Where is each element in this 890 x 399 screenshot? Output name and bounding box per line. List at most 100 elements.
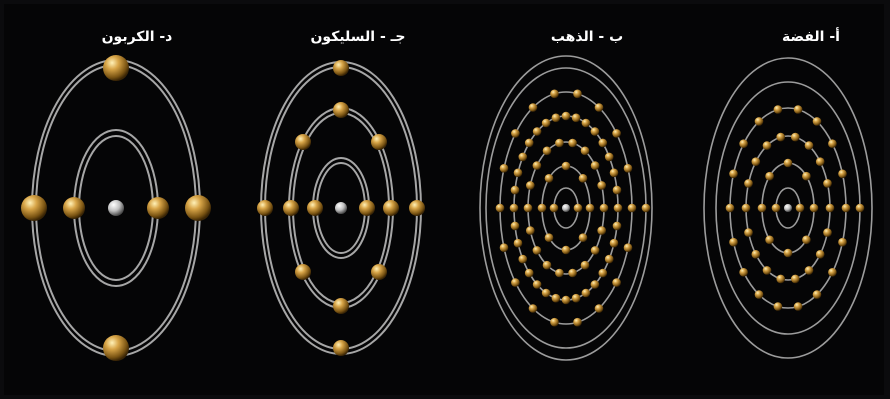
electron <box>524 204 533 213</box>
gold-nucleus <box>562 204 570 212</box>
electron <box>526 181 535 190</box>
electron <box>582 289 591 298</box>
electron <box>610 239 619 248</box>
electron <box>533 161 542 170</box>
electron <box>810 204 819 213</box>
electron <box>805 266 814 275</box>
electron <box>595 304 604 313</box>
electron <box>525 269 534 278</box>
electron <box>525 139 534 148</box>
electron <box>752 250 761 259</box>
electron <box>579 174 588 183</box>
electron <box>600 204 609 213</box>
electron <box>581 261 590 270</box>
electron <box>562 296 571 305</box>
electron <box>545 174 554 183</box>
electron <box>542 119 551 128</box>
electron <box>552 294 561 303</box>
electron <box>514 169 523 178</box>
electron <box>624 164 633 173</box>
electron <box>581 147 590 156</box>
electron <box>823 179 832 188</box>
electron <box>610 169 619 178</box>
electron <box>838 238 847 247</box>
electron <box>642 204 651 213</box>
electron <box>784 249 793 258</box>
electron <box>591 161 600 170</box>
electron <box>103 55 129 81</box>
electron <box>828 268 837 277</box>
electron <box>519 255 528 264</box>
electron <box>612 129 621 138</box>
electron <box>794 105 803 114</box>
electron <box>510 204 519 213</box>
electron <box>562 246 571 255</box>
silver-atom-diagram <box>676 14 886 389</box>
electron <box>776 275 785 284</box>
electron <box>555 139 564 148</box>
electron <box>519 153 528 162</box>
electron <box>511 129 520 138</box>
electron <box>842 204 851 213</box>
electron <box>573 318 582 327</box>
electron <box>526 226 535 235</box>
silicon-atom-diagram <box>228 14 448 389</box>
silver-nucleus <box>784 204 792 212</box>
electron <box>185 195 211 221</box>
electron <box>103 335 129 361</box>
electron <box>514 239 523 248</box>
electron <box>591 280 600 289</box>
carbon-atom-diagram <box>4 14 224 389</box>
electron <box>605 255 614 264</box>
electron <box>550 318 559 327</box>
electron <box>802 172 811 181</box>
electron <box>752 157 761 166</box>
electron <box>572 114 581 123</box>
electron <box>763 141 772 150</box>
panel-gold: ب - الذهب <box>452 14 672 389</box>
electron <box>613 222 622 231</box>
electron <box>568 139 577 148</box>
electron <box>586 204 595 213</box>
electron <box>568 269 577 278</box>
electron <box>729 170 738 179</box>
electron <box>533 246 542 255</box>
electron <box>612 278 621 287</box>
atom-models-figure: د- الكربون <box>4 4 884 395</box>
electron <box>726 204 735 213</box>
electron <box>765 236 774 245</box>
electron <box>597 181 606 190</box>
electron <box>613 186 622 195</box>
electron <box>838 170 847 179</box>
carbon-nucleus <box>108 200 124 216</box>
electron <box>791 133 800 142</box>
electron <box>574 204 583 213</box>
electron <box>538 204 547 213</box>
gold-atom-diagram <box>452 14 672 389</box>
electron <box>573 90 582 99</box>
electron <box>555 269 564 278</box>
electron <box>529 304 538 313</box>
electron <box>550 204 559 213</box>
electron <box>591 246 600 255</box>
silver-electrons <box>726 105 865 311</box>
electron <box>813 117 822 126</box>
electron <box>550 90 559 99</box>
electron <box>599 269 608 278</box>
electron <box>744 179 753 188</box>
electron <box>816 250 825 259</box>
electron <box>758 204 767 213</box>
electron <box>755 117 764 126</box>
electron <box>511 186 520 195</box>
electron <box>828 139 837 148</box>
electron <box>784 159 793 168</box>
electron <box>591 127 600 136</box>
panel-silver: أ- الفضة <box>676 14 890 389</box>
panel-carbon: د- الكربون <box>4 14 224 389</box>
electron <box>511 278 520 287</box>
electron <box>755 290 764 299</box>
electron <box>813 290 822 299</box>
electron <box>599 139 608 148</box>
electron <box>802 236 811 245</box>
electron <box>21 195 47 221</box>
